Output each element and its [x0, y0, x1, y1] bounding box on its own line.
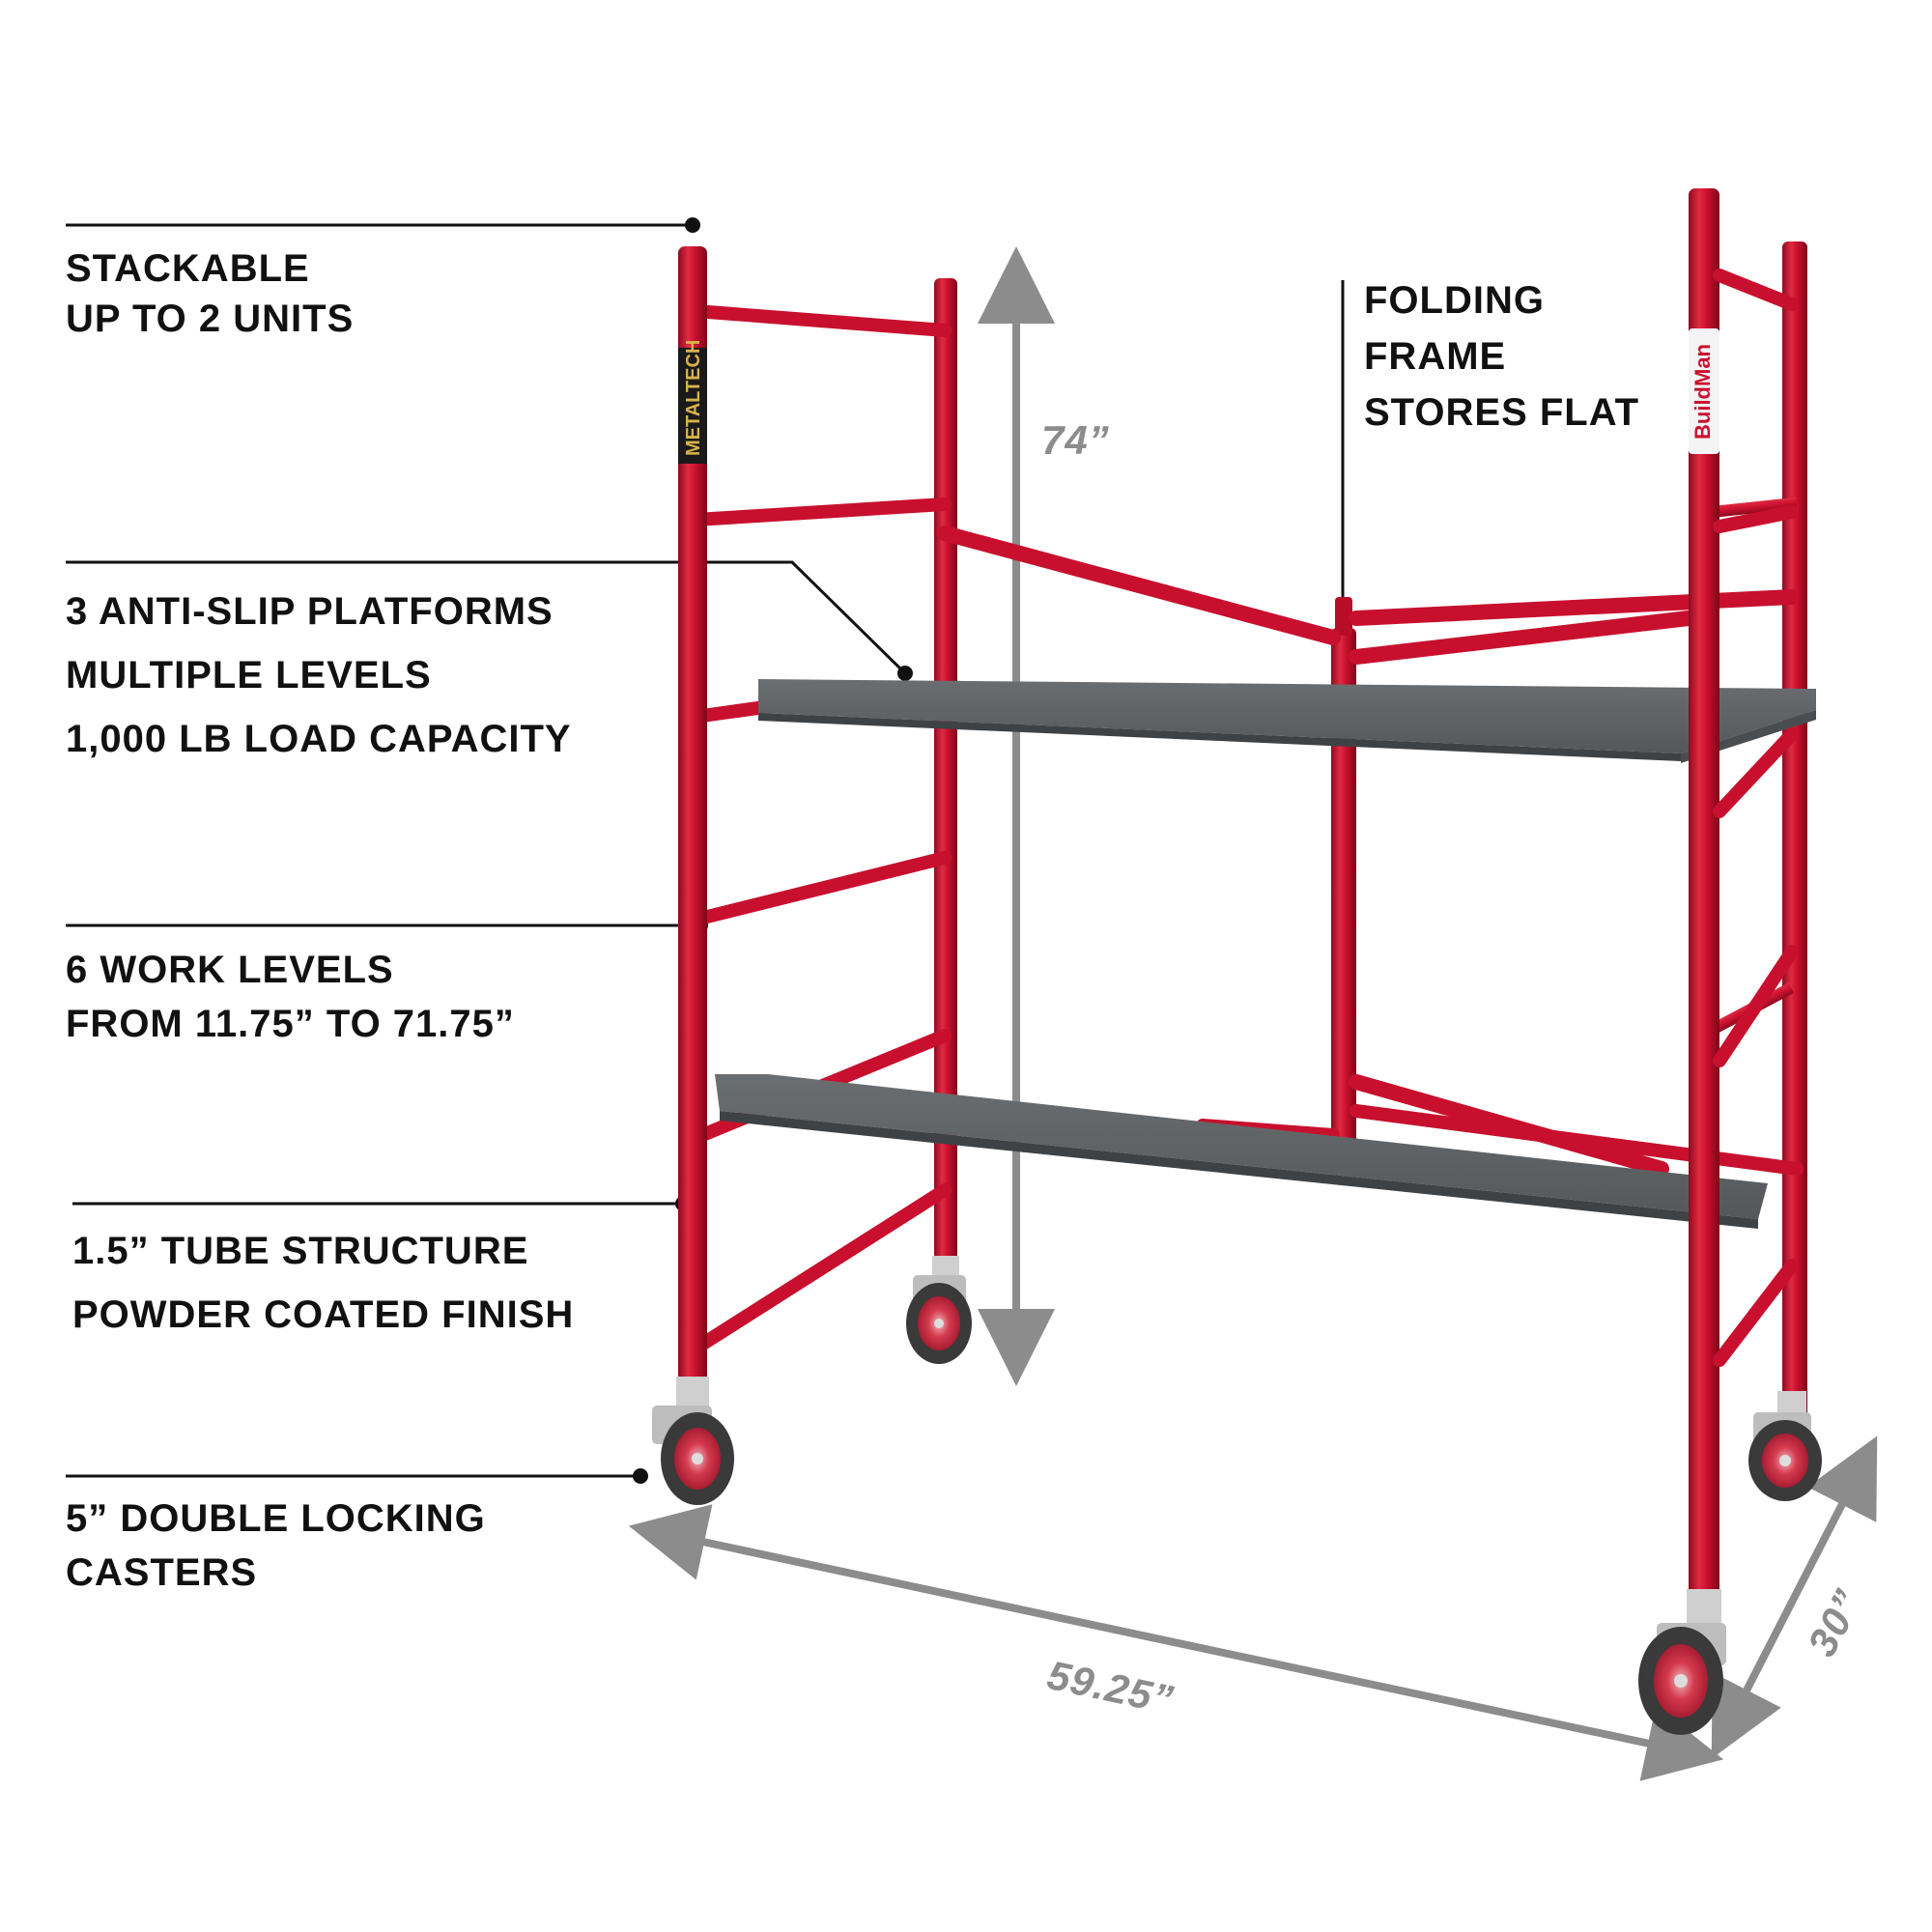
left-post-brand: METALTECH: [683, 340, 704, 456]
lower-platform: [715, 1074, 1768, 1229]
callout-stackable-line1: STACKABLE: [66, 247, 310, 290]
callout-casters: 5” DOUBLE LOCKING CASTERS: [66, 1492, 486, 1600]
callout-folding: FOLDING FRAME STORES FLAT: [1364, 272, 1639, 440]
callout-folding-line1: FOLDING: [1364, 279, 1545, 322]
buildman-decal: [1689, 328, 1719, 454]
caster-front-right: [1638, 1589, 1726, 1735]
callout-tube: 1.5” TUBE STRUCTURE POWDER COATED FINISH: [72, 1219, 574, 1347]
callout-stackable: STACKABLE UP TO 2 UNITS: [66, 243, 354, 344]
callout-stackable-line2: UP TO 2 UNITS: [66, 298, 355, 340]
leader-lines: [66, 217, 1345, 1484]
dimension-arrows: [628, 246, 1878, 1781]
callout-platforms-line3: 1,000 LB LOAD CAPACITY: [66, 718, 572, 760]
width-dimension-arrow: [628, 1504, 1724, 1781]
callout-work-levels: 6 WORK LEVELS FROM 11.75” TO 71.75”: [66, 943, 515, 1051]
metaltech-decal: [678, 348, 707, 464]
caster-front-left: [652, 1377, 734, 1505]
callout-platforms-line2: MULTIPLE LEVELS: [66, 654, 432, 696]
front-right-frame: BuildMan: [1689, 188, 1799, 1599]
leader-dot-platforms: [897, 666, 913, 681]
upper-platform: [758, 679, 1816, 763]
leader-platforms: [66, 560, 907, 675]
folding-center-brace: [937, 526, 1804, 1177]
callout-platforms-line1: 3 ANTI-SLIP PLATFORMS: [66, 590, 554, 633]
height-dimension-label: 74”: [1041, 417, 1110, 463]
callout-tube-line2: POWDER COATED FINISH: [72, 1293, 575, 1336]
callout-platforms: 3 ANTI-SLIP PLATFORMS MULTIPLE LEVELS 1,…: [66, 580, 572, 771]
right-post-brand: BuildMan: [1690, 344, 1715, 440]
front-left-frame: METALTECH: [678, 246, 707, 1386]
callout-tube-line1: 1.5” TUBE STRUCTURE: [72, 1230, 529, 1272]
callout-work-levels-line2: FROM 11.75” TO 71.75”: [66, 1003, 515, 1045]
callout-folding-line3: STORES FLAT: [1364, 391, 1640, 434]
callout-casters-line1: 5” DOUBLE LOCKING: [66, 1497, 486, 1540]
leader-dot-casters: [633, 1468, 648, 1484]
depth-dimension-arrow: [1711, 1435, 1878, 1759]
back-left-frame: [689, 278, 957, 1355]
callout-casters-line2: CASTERS: [66, 1551, 258, 1594]
leader-dot-stackable: [685, 217, 700, 233]
caster-back-left: [906, 1256, 972, 1364]
caster-back-right: [1748, 1391, 1822, 1501]
callout-folding-line2: FRAME: [1364, 335, 1507, 378]
callout-work-levels-line1: 6 WORK LEVELS: [66, 949, 394, 991]
